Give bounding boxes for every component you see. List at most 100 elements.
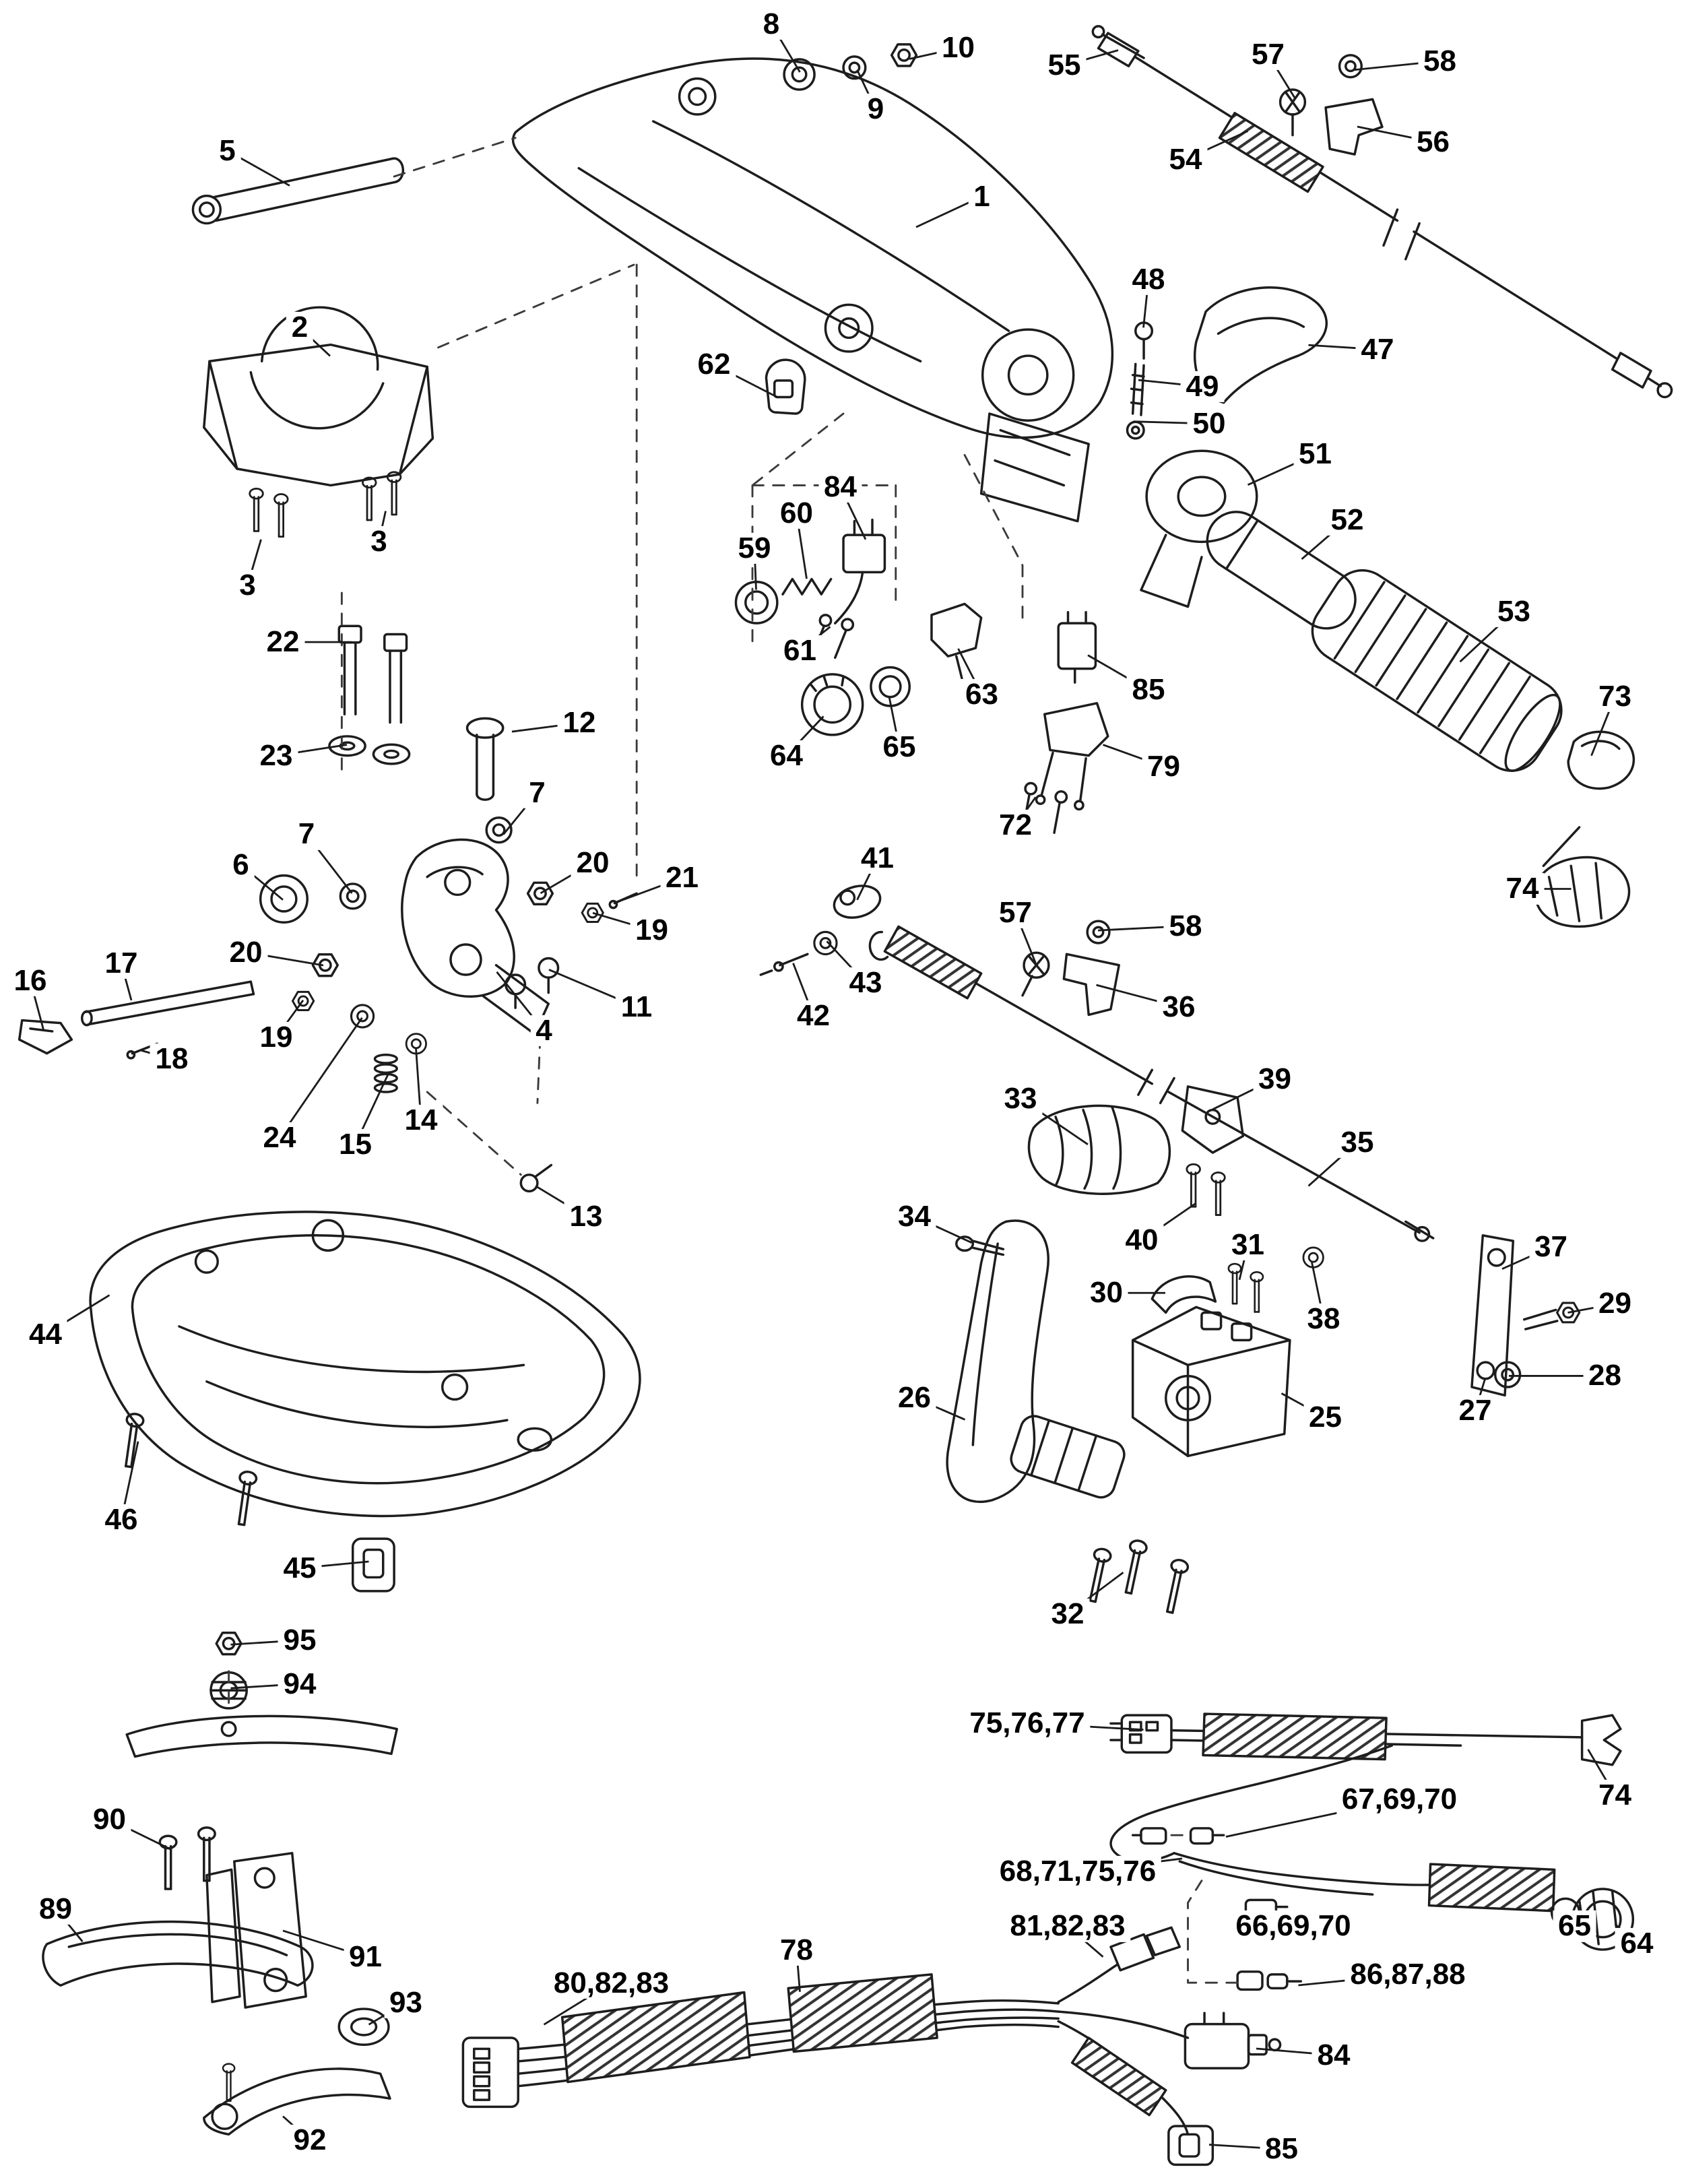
part-harness-75-76-77 [1109, 1712, 1622, 1766]
callout-48: 48 [1126, 263, 1171, 296]
part-rod-17 [80, 980, 255, 1027]
part-pin-42 [759, 953, 809, 976]
callout-40: 40 [1120, 1225, 1164, 1256]
part-spring-60 [781, 577, 833, 596]
callout-79: 79 [1142, 750, 1186, 783]
callout-53: 53 [1492, 596, 1536, 627]
part-lever-92 [203, 2063, 391, 2136]
part-steering-arm-26 [946, 1219, 1126, 1504]
callout-47: 47 [1355, 333, 1400, 365]
callout-89: 89 [34, 1893, 77, 1925]
callout-34: 34 [893, 1200, 936, 1232]
callout-57: 57 [994, 897, 1037, 929]
callout-52: 52 [1325, 504, 1369, 536]
callout-75,76,77: 75,76,77 [964, 1707, 1091, 1739]
callout-64: 64 [765, 740, 808, 771]
part-stern-bracket-44 [89, 1211, 641, 1518]
callout-18: 18 [150, 1043, 194, 1075]
part-connector-86-87-88 [1236, 1970, 1302, 1991]
callout-42: 42 [791, 1000, 835, 1031]
callout-20: 20 [571, 847, 615, 878]
callout-57: 57 [1246, 38, 1290, 71]
callout-7: 7 [292, 818, 321, 850]
part-grip-end-64 [800, 673, 864, 736]
callout-31: 31 [1226, 1229, 1270, 1261]
callout-17: 17 [99, 947, 143, 979]
callout-74: 74 [1500, 873, 1545, 905]
callout-41: 41 [855, 842, 899, 874]
callout-86,87,88: 86,87,88 [1345, 1958, 1471, 1990]
callout-12: 12 [557, 707, 602, 739]
part-screw-57-mid [1021, 951, 1050, 997]
callout-73: 73 [1593, 680, 1637, 713]
callout-84: 84 [818, 471, 862, 503]
callout-55: 55 [1042, 49, 1087, 82]
callout-30: 30 [1084, 1277, 1128, 1309]
callout-63: 63 [960, 678, 1004, 711]
callout-91: 91 [344, 1941, 387, 1972]
callout-28: 28 [1583, 1360, 1627, 1392]
part-cap-74 [1533, 826, 1631, 928]
callout-3: 3 [365, 525, 393, 558]
callout-16: 16 [8, 965, 53, 996]
part-pin-12 [465, 717, 505, 801]
callout-67,69,70: 67,69,70 [1336, 1784, 1463, 1816]
part-spring-15 [373, 1053, 398, 1093]
callout-21: 21 [660, 862, 704, 894]
part-link-arm-89 [42, 1920, 314, 1987]
part-screw-57-top [1278, 88, 1307, 137]
part-main-harness-78 [461, 1973, 1060, 2109]
part-pin-55 [1091, 25, 1145, 59]
callout-54: 54 [1163, 143, 1208, 175]
callout-33: 33 [998, 1083, 1043, 1114]
callout-58: 58 [1418, 45, 1462, 77]
callout-80,82,83: 80,82,83 [548, 1967, 675, 1999]
callout-9: 9 [862, 93, 890, 125]
part-handle-30 [1151, 1275, 1217, 1314]
part-pin-49 [1130, 362, 1145, 416]
part-steering-plate [125, 1714, 398, 1758]
callout-14: 14 [399, 1104, 443, 1136]
callout-29: 29 [1593, 1288, 1637, 1320]
part-screws-61 [812, 614, 855, 660]
part-bushing-6 [259, 874, 309, 924]
part-washer-58-mid [1086, 920, 1111, 944]
part-tip-16 [18, 1019, 73, 1055]
callout-2: 2 [286, 312, 314, 344]
callout-49: 49 [1180, 371, 1225, 402]
callout-19: 19 [254, 1021, 298, 1054]
callout-11: 11 [615, 991, 658, 1023]
part-trim-module-84 [1057, 2010, 1282, 2069]
callout-24: 24 [257, 1122, 302, 1154]
callout-20: 20 [224, 936, 268, 968]
callout-61: 61 [778, 635, 822, 667]
part-pin-5 [191, 157, 405, 225]
part-clip-62 [765, 358, 806, 415]
callout-66,69,70: 66,69,70 [1230, 1910, 1357, 1942]
callout-92: 92 [288, 2124, 332, 2156]
callout-59: 59 [732, 532, 777, 564]
callout-64: 64 [1615, 1928, 1659, 1960]
callout-95: 95 [278, 1624, 322, 1656]
callout-23: 23 [254, 740, 298, 771]
part-clip-45 [351, 1537, 395, 1593]
callout-37: 37 [1529, 1231, 1573, 1263]
part-clamp-block-25 [1131, 1306, 1291, 1458]
callout-46: 46 [99, 1504, 143, 1536]
callout-65: 65 [877, 731, 921, 763]
callout-74: 74 [1593, 1779, 1637, 1811]
callout-13: 13 [564, 1200, 608, 1232]
callout-58: 58 [1163, 910, 1208, 942]
part-bushing-8 [783, 58, 816, 91]
part-cam-93 [337, 2008, 390, 2047]
callout-27: 27 [1453, 1395, 1497, 1427]
callout-43: 43 [843, 967, 888, 998]
callout-68,71,75,76: 68,71,75,76 [994, 1856, 1162, 1888]
part-bracket-36 [1062, 953, 1120, 1017]
callout-8: 8 [757, 8, 785, 40]
part-bracket-39 [1181, 1085, 1245, 1154]
callout-90: 90 [88, 1803, 131, 1835]
callout-93: 93 [384, 1987, 428, 2018]
